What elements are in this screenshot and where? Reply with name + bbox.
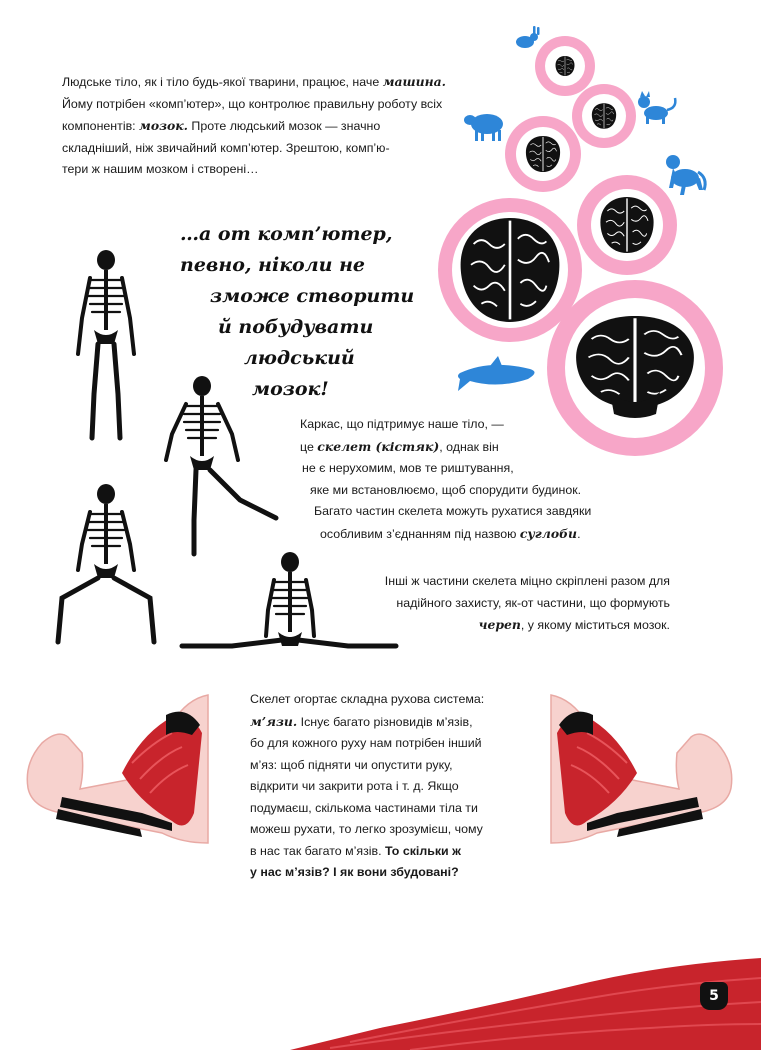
page-number-badge: 5 xyxy=(700,982,728,1010)
skeleton-poses-graphic xyxy=(55,248,399,649)
dolphin-icon xyxy=(458,356,535,391)
monkey-icon xyxy=(666,155,707,195)
muscle-line-2b: Існує багато різновидів м’язів, xyxy=(297,714,473,729)
term-joints: суглоби xyxy=(519,525,578,541)
skeleton-line-3: не є нерухомим, мов те риштування, xyxy=(302,461,514,475)
brain-quote: …а от комп’ютер, певно, ніколи не зможе … xyxy=(0,219,420,405)
skeleton-line-2c: , однак він xyxy=(439,439,499,454)
term-machine: машина. xyxy=(382,74,446,89)
cat-icon xyxy=(638,91,677,124)
skeleton-kicking xyxy=(164,374,279,557)
monkey-brain-bubble xyxy=(577,175,677,275)
quote-line-1: …а от комп’ютер, xyxy=(180,223,393,245)
skeleton-line-6a: особливим з’єднанням під назвою xyxy=(320,526,520,541)
muscle-line-8a: в нас так багато м’язів. xyxy=(250,843,386,858)
quote-line-2: певно, ніколи не xyxy=(180,254,366,276)
quote-line-3: зможе створити xyxy=(210,285,415,307)
skeleton-paragraph: Каркас, що підтримує наше тіло, — це ске… xyxy=(252,414,622,545)
brain-comparison-graphic xyxy=(438,26,723,456)
dolphin-brain-bubble xyxy=(547,280,723,456)
muscle-line-7: можеш рухати, то легко зрозумієш, чому xyxy=(250,822,483,836)
skull-line-2: надійного захисту, як-от частини, що фор… xyxy=(396,595,670,610)
intro-line-1: Людське тіло, як і тіло будь-якої тварин… xyxy=(62,75,383,89)
muscle-line-3: бо для кожного руху нам потрібен інший xyxy=(250,736,482,750)
skeleton-line-1: Каркас, що підтримує наше тіло, — xyxy=(300,417,504,431)
term-skeleton: скелет (кістяк) xyxy=(317,438,440,454)
arm-muscle-left xyxy=(26,694,209,844)
cat-brain-bubble xyxy=(572,84,636,148)
muscle-line-1: Скелет огортає складна рухова система: xyxy=(250,692,485,706)
muscle-line-4: м’яз: щоб підняти чи опустити руку, xyxy=(250,757,453,772)
muscle-question-1: То скільки ж xyxy=(385,843,461,858)
skull-line-1: Інші ж частини скелета міцно скріплені р… xyxy=(384,574,670,588)
term-skull: череп xyxy=(478,617,521,632)
intro-line-5: тери ж нашим мозком і створені… xyxy=(62,162,259,176)
skeleton-splits xyxy=(179,550,399,649)
skeleton-line-5: Багато частин скелета можуть рухатися за… xyxy=(314,504,592,518)
arm-muscle-right xyxy=(550,694,733,844)
quote-line-6: мозок! xyxy=(252,378,329,400)
muscle-line-6: подумаєш, скількома частинами тіла ти xyxy=(250,800,478,815)
sheep-icon xyxy=(464,114,503,141)
sheep-brain-bubble xyxy=(505,116,581,192)
skeleton-line-6c: . xyxy=(577,526,581,541)
page-number: 5 xyxy=(709,988,719,1004)
quote-line-5: людський xyxy=(244,347,355,369)
skeleton-standing xyxy=(76,248,136,441)
intro-line-3: компонентів: xyxy=(62,119,140,133)
rabbit-icon xyxy=(516,26,540,48)
intro-line-2: Йому потрібен «комп’ютер», що контролює … xyxy=(62,96,443,111)
skeleton-squatting xyxy=(55,482,157,645)
muscle-question-2: у нас м’язів? І як вони збудовані? xyxy=(250,865,459,879)
human-brain-bubble xyxy=(438,198,582,342)
intro-line-3-rest: Проте людський мозок — значно xyxy=(187,119,381,133)
muscle-line-5: відкрити чи закрити рота і т. д. Якщо xyxy=(250,779,459,793)
intro-paragraph: Людське тіло, як і тіло будь-якої тварин… xyxy=(62,71,462,181)
intro-line-4: складніший, ніж звичайний комп’ютер. Зре… xyxy=(62,140,390,155)
muscle-band-decoration xyxy=(290,958,761,1050)
quote-line-4: й побудувати xyxy=(218,316,374,338)
skeleton-line-2a: це xyxy=(300,439,318,454)
skull-paragraph: Інші ж частини скелета міцно скріплені р… xyxy=(370,571,670,637)
rabbit-brain-bubble xyxy=(535,36,595,96)
skeleton-line-4: яке ми встановлюємо, щоб спорудити будин… xyxy=(310,482,582,497)
muscle-paragraph: Скелет огортає складна рухова система: м… xyxy=(250,689,530,884)
term-brain: мозок. xyxy=(139,118,188,133)
skull-line-3b: , у якому міститься мозок. xyxy=(520,618,670,632)
term-muscles: м’язи. xyxy=(250,713,298,729)
